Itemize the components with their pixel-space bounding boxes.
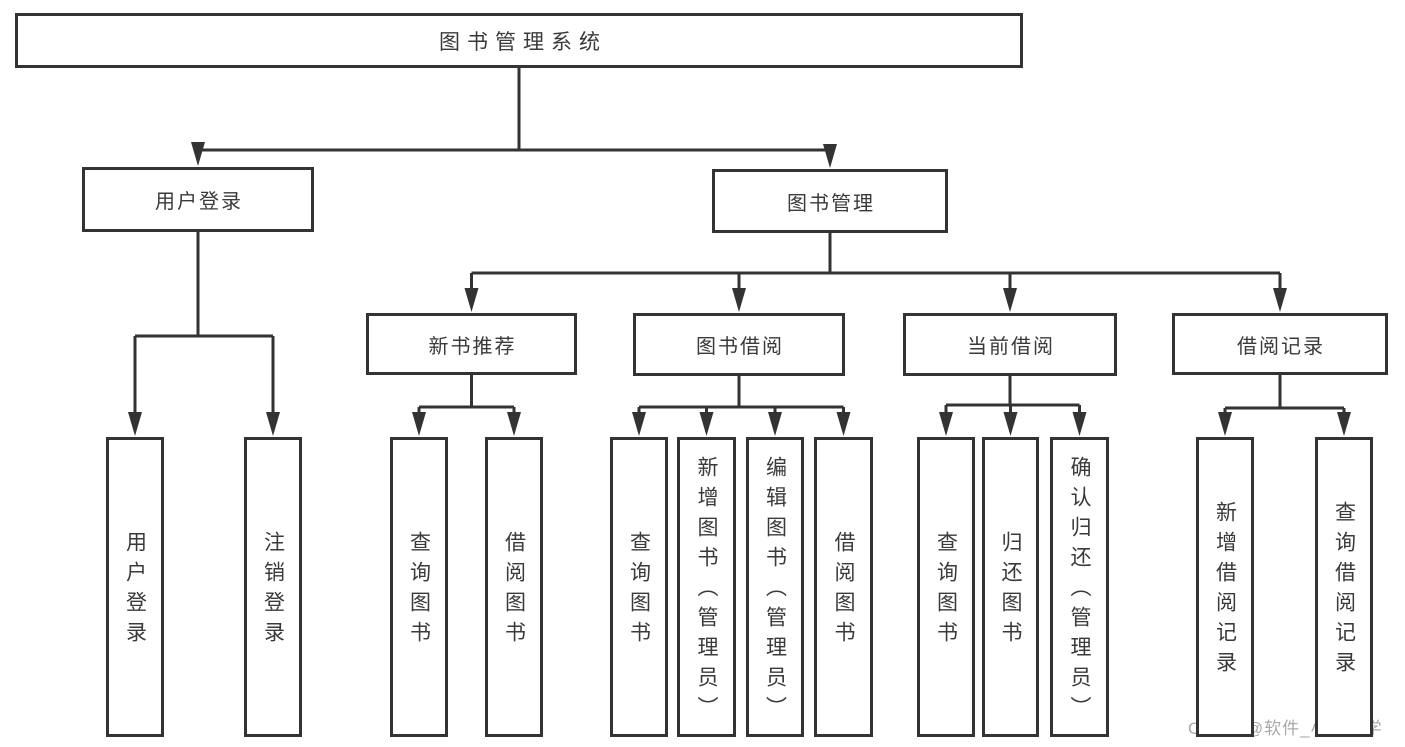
arrowhead-icon [699, 412, 714, 436]
node-new-book-rec: 新书推荐 [366, 313, 577, 375]
node-label-leaf-return-book: 归还图书 [999, 531, 1022, 651]
arrowhead-icon [836, 412, 851, 436]
node-label-leaf-add-book: 新增图书（管理员） [695, 456, 718, 726]
node-label-leaf-query-books-rec: 查询图书 [407, 531, 431, 651]
node-label-leaf-borrow-book: 借阅图书 [832, 531, 855, 651]
node-book-borrow: 图书借阅 [633, 313, 845, 376]
node-leaf-query-books-bor: 查询图书 [610, 437, 668, 737]
node-label-leaf-add-borrow-record: 新增借阅记录 [1213, 501, 1237, 681]
node-label-leaf-query-borrow-record: 查询借阅记录 [1332, 501, 1356, 681]
node-root: 图书管理系统 [15, 13, 1023, 68]
arrowhead-icon [1003, 288, 1017, 312]
node-leaf-return-book: 归还图书 [982, 437, 1039, 737]
node-leaf-borrow-book: 借阅图书 [814, 437, 873, 737]
node-label-book-borrow: 图书借阅 [696, 336, 784, 358]
arrowhead-icon [464, 288, 479, 312]
node-leaf-logout: 注销登录 [244, 437, 302, 737]
arrowhead-icon [768, 412, 782, 436]
node-current-borrow: 当前借阅 [903, 313, 1117, 376]
node-label-new-book-rec: 新书推荐 [428, 335, 517, 358]
node-label-current-borrow: 当前借阅 [967, 336, 1055, 358]
arrowhead-icon [1218, 412, 1232, 436]
node-label-leaf-logout: 注销登录 [261, 531, 285, 651]
node-leaf-query-borrow-record: 查询借阅记录 [1315, 437, 1373, 737]
node-label-book-mgmt: 图书管理 [787, 192, 875, 215]
node-label-leaf-query-books-bor: 查询图书 [627, 531, 651, 651]
node-label-leaf-borrow-book-rec: 借阅图书 [502, 531, 526, 651]
node-leaf-borrow-book-rec: 借阅图书 [485, 437, 543, 737]
arrowhead-icon [191, 142, 205, 166]
arrowhead-icon [939, 412, 953, 436]
node-leaf-edit-book: 编辑图书（管理员） [746, 437, 804, 737]
arrowhead-icon [1273, 288, 1287, 312]
node-leaf-confirm-return: 确认归还（管理员） [1050, 437, 1109, 737]
arrowhead-icon [823, 144, 837, 168]
node-label-leaf-edit-book: 编辑图书（管理员） [763, 456, 787, 726]
node-label-leaf-query-books-cur: 查询图书 [934, 531, 958, 651]
node-leaf-query-books-rec: 查询图书 [390, 437, 448, 737]
arrowhead-icon [632, 412, 646, 436]
node-leaf-add-book: 新增图书（管理员） [677, 437, 736, 737]
node-label-borrow-records: 借阅记录 [1237, 335, 1325, 358]
arrowhead-icon [732, 288, 746, 312]
node-leaf-user-login: 用户登录 [106, 437, 164, 737]
node-book-mgmt: 图书管理 [712, 169, 948, 233]
node-user-login: 用户登录 [82, 167, 314, 232]
arrowhead-icon [266, 412, 280, 436]
node-label-user-login: 用户登录 [155, 191, 243, 213]
arrowhead-icon [128, 412, 142, 436]
node-label-leaf-confirm-return: 确认归还（管理员） [1068, 456, 1091, 726]
node-label-root: 图书管理系统 [439, 30, 607, 54]
arrowhead-icon [412, 412, 426, 436]
node-leaf-query-books-cur: 查询图书 [917, 437, 975, 737]
arrowhead-icon [1337, 412, 1351, 436]
arrowhead-icon [1072, 412, 1087, 436]
node-label-leaf-user-login: 用户登录 [123, 531, 147, 651]
node-borrow-records: 借阅记录 [1172, 313, 1388, 375]
arrowhead-icon [1003, 412, 1018, 436]
arrowhead-icon [507, 412, 521, 436]
node-leaf-add-borrow-record: 新增借阅记录 [1196, 437, 1254, 737]
